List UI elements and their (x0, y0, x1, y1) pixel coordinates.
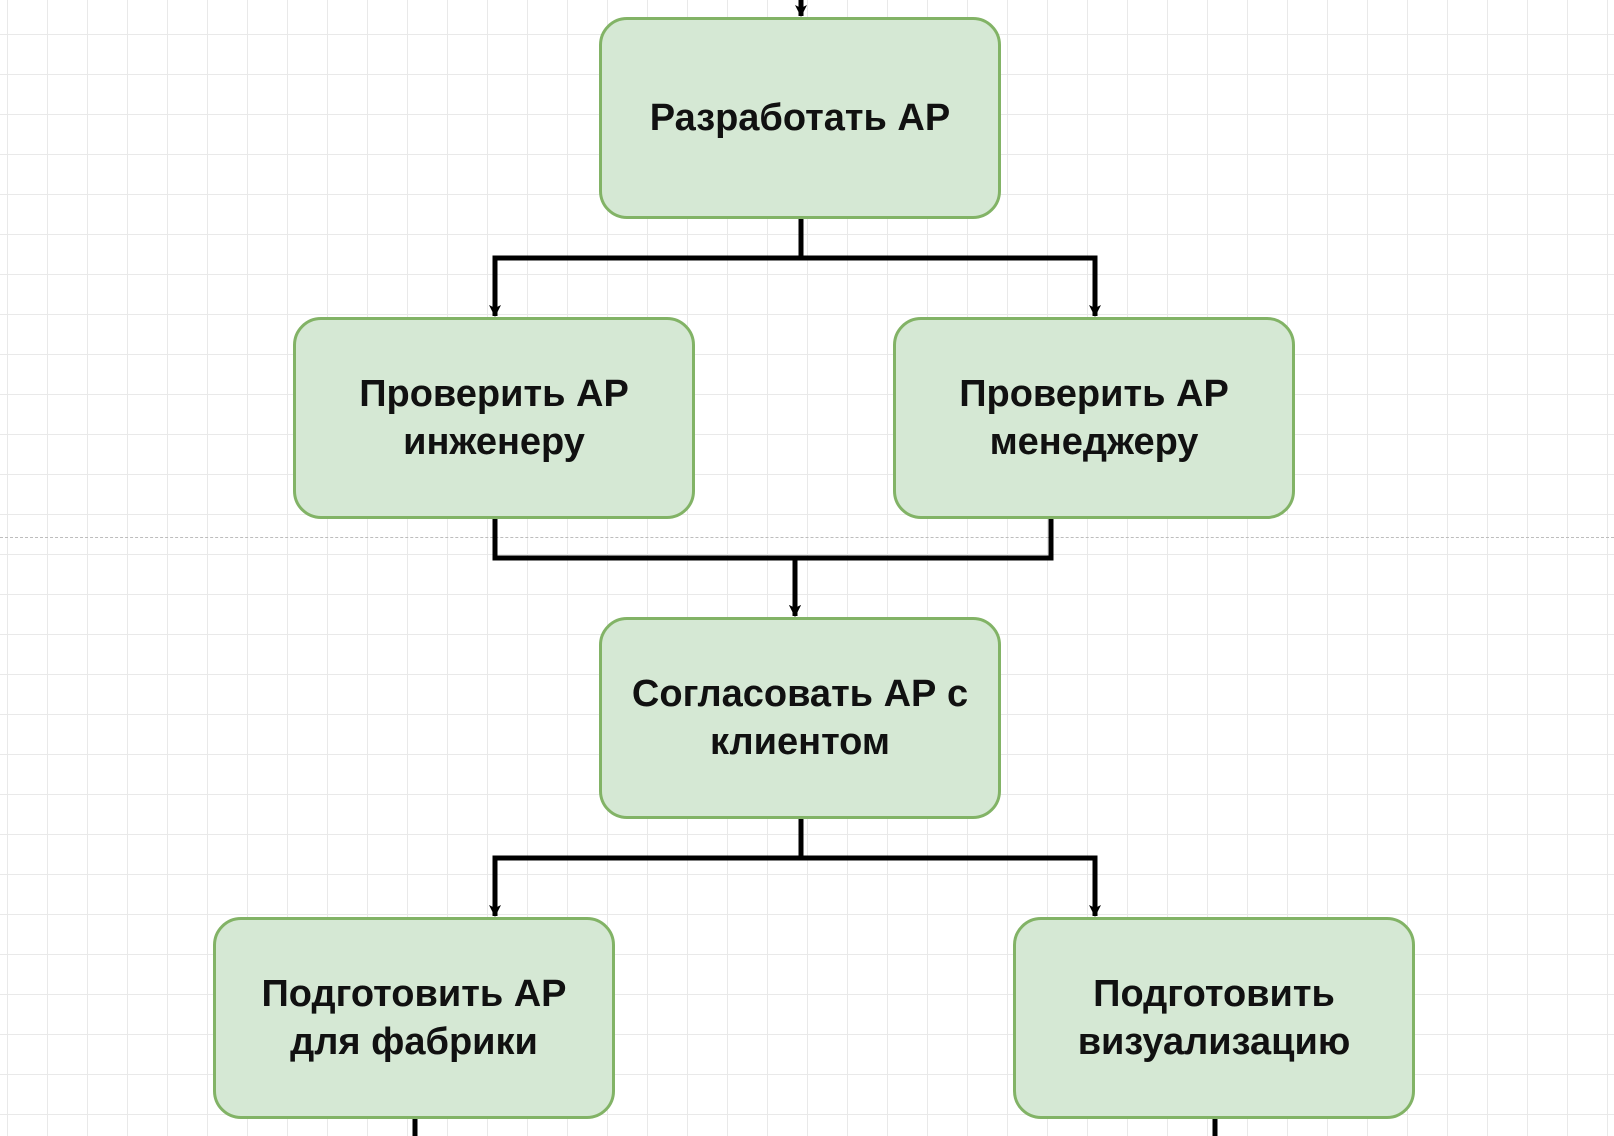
edge-check-manager-to-approve[interactable] (789, 518, 1054, 617)
node-check-ar-engineer-label: Проверить АР инженеру (359, 373, 629, 463)
node-prepare-visualization-label: Подготовить визуализацию (1077, 973, 1351, 1063)
edge-check-engineer-to-approve[interactable] (492, 518, 801, 617)
node-check-ar-engineer[interactable]: Проверить АР инженеру (293, 317, 695, 519)
node-prepare-ar-factory-label: Подготовить АР для фабрики (261, 973, 567, 1063)
node-approve-ar-client[interactable]: Согласовать АР с клиентом (599, 617, 1001, 819)
node-prepare-visualization[interactable]: Подготовить визуализацию (1013, 917, 1415, 1119)
edge-approve-to-prepare-factory[interactable] (489, 818, 804, 917)
node-develop-ar-label: Разработать АР (649, 97, 951, 139)
edge-develop-to-check-engineer[interactable] (489, 218, 804, 317)
node-develop-ar[interactable]: Разработать АР (599, 17, 1001, 219)
edge-develop-to-check-manager[interactable] (798, 218, 1101, 317)
page-break-line (0, 537, 1614, 538)
node-prepare-ar-factory[interactable]: Подготовить АР для фабрики (213, 917, 615, 1119)
node-check-ar-manager-label: Проверить АР менеджеру (959, 373, 1229, 463)
edge-approve-to-prepare-visualization[interactable] (798, 818, 1101, 917)
node-check-ar-manager[interactable]: Проверить АР менеджеру (893, 317, 1295, 519)
node-approve-ar-client-label: Согласовать АР с клиентом (631, 673, 969, 763)
